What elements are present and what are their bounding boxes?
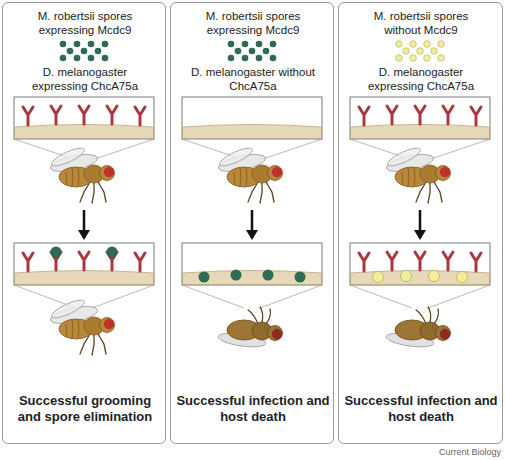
cuticle-inset xyxy=(350,97,490,139)
panel-art-3 xyxy=(350,41,490,350)
outcome-text: Successful infection and host death xyxy=(343,393,499,424)
fly xyxy=(217,145,282,203)
spore-caption: M. robertsii spores expressing Mcdc9 xyxy=(189,10,317,37)
spore-caption: M. robertsii spores without Mcdc9 xyxy=(357,10,485,37)
fly xyxy=(49,145,114,203)
outcome-panel: M. robertsii spores expressing Mcdc9 D. m… xyxy=(170,2,334,444)
fly xyxy=(49,297,114,355)
outcome-panel: M. robertsii spores without Mcdc9 D. mela… xyxy=(338,2,503,444)
down-arrow xyxy=(246,210,258,240)
outcome-text: Successful grooming and spore eliminatio… xyxy=(7,393,163,424)
outcome-panel: M. robertsii spores expressing Mcdc9 D. m… xyxy=(2,2,166,444)
down-arrow xyxy=(414,210,426,240)
down-arrow xyxy=(78,210,90,240)
zoom-lines xyxy=(14,285,154,308)
fly-caption: D. melanogaster expressing ChcA75a xyxy=(353,66,489,93)
spore-caption: M. robertsii spores expressing Mcdc9 xyxy=(21,10,149,37)
outcome-text: Successful infection and host death xyxy=(175,393,331,424)
cuticle-inset xyxy=(182,243,322,285)
zoom-lines xyxy=(350,285,490,308)
spore-cluster xyxy=(60,41,109,62)
zoom-lines xyxy=(182,285,322,308)
fly-caption: D. melanogaster without ChcA75a xyxy=(185,66,321,93)
cuticle-inset xyxy=(182,97,322,139)
spore-cluster xyxy=(228,41,277,62)
cuticle-inset xyxy=(14,97,154,139)
journal-credit: Current Biology xyxy=(301,447,501,457)
cuticle-inset xyxy=(14,243,154,285)
panel-art-1 xyxy=(14,41,154,355)
fly xyxy=(385,145,450,203)
dead-fly xyxy=(217,307,282,349)
cuticle-inset xyxy=(350,243,490,285)
panel-art-2 xyxy=(182,41,322,350)
dead-fly xyxy=(385,307,450,349)
spore-cluster xyxy=(396,41,445,62)
fly-caption: D. melanogaster expressing ChcA75a xyxy=(17,66,153,93)
